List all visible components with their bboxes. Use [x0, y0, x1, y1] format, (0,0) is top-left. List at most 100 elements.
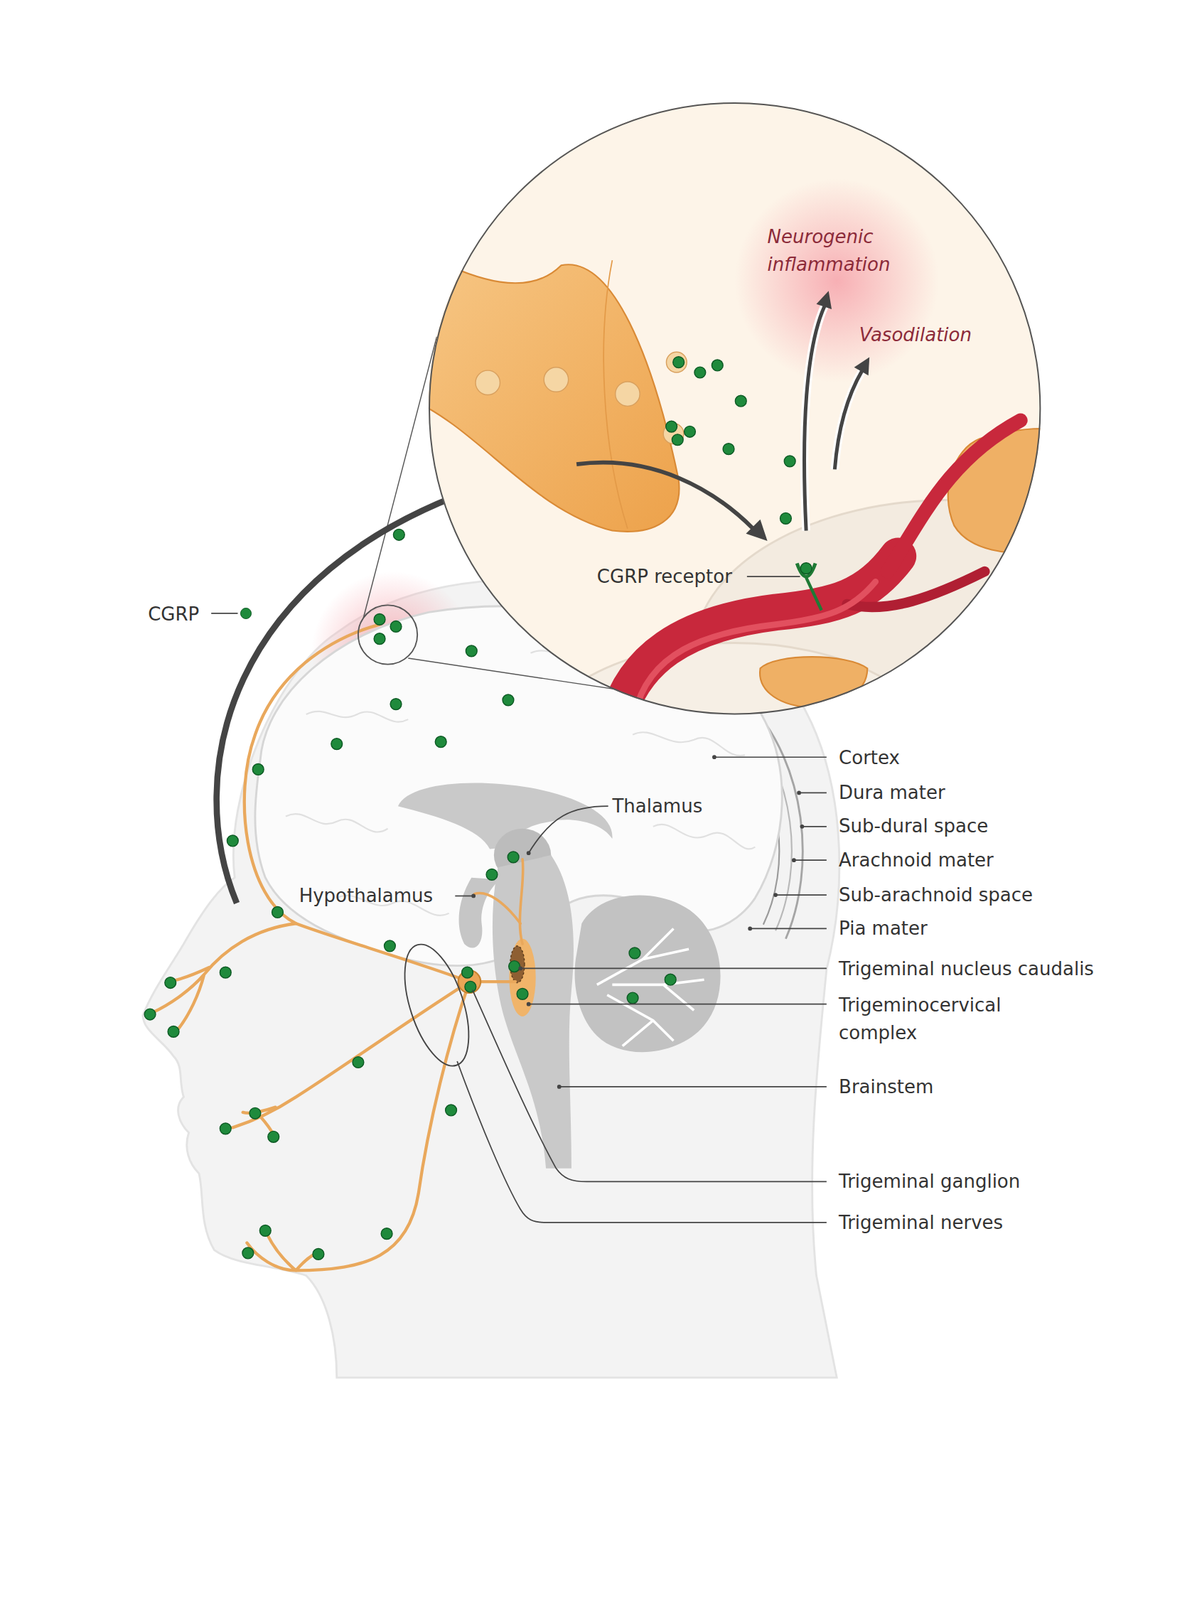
vesicle	[475, 370, 500, 395]
cgrp-molecule	[666, 420, 678, 433]
cgrp-molecule	[144, 1008, 156, 1021]
zoom-contents	[408, 102, 1197, 868]
leader-line	[559, 1086, 827, 1088]
anatomy-label: Trigeminal ganglion	[838, 1167, 1021, 1196]
anatomy-label: Arachnoid mater	[838, 846, 994, 875]
nerve-to-thalamus	[519, 859, 523, 944]
vessel-branch	[887, 420, 1021, 571]
cgrp-molecule	[380, 1228, 393, 1240]
cgrp-molecule	[673, 356, 685, 369]
zoom-circle: Neurogenic inflammationVasodilationCGRP …	[428, 102, 1041, 715]
vesicle	[543, 367, 568, 392]
inflammation-glow	[734, 178, 939, 383]
leader-dot	[796, 791, 802, 796]
cgrp-receptor	[796, 562, 816, 577]
leader-dot	[526, 850, 531, 856]
cgrp-molecule	[784, 455, 796, 468]
leader-line	[801, 825, 826, 828]
cgrp-molecule	[671, 434, 684, 446]
leader-dot	[773, 892, 778, 898]
legend-swatch	[240, 607, 252, 620]
cgrp-molecule	[393, 528, 405, 541]
leader-dot	[518, 966, 523, 971]
cgrp-molecule	[259, 1224, 271, 1237]
leader-line	[747, 575, 801, 578]
leader-dot	[557, 1084, 562, 1089]
scaled-group	[142, 102, 1197, 1379]
vesicles	[475, 351, 687, 444]
anatomy-label: Dura mater	[838, 779, 946, 807]
anatomy-label: Hypothalamus	[299, 882, 433, 910]
leader-dot	[791, 857, 797, 863]
effect-arrow	[804, 306, 825, 531]
leader-line	[472, 990, 827, 1183]
gyrus-line	[285, 813, 389, 832]
anatomy-label: Cortex	[838, 744, 900, 772]
zoom-circle-outline	[428, 102, 1041, 715]
cgrp-molecule	[242, 1247, 254, 1259]
cgrp-molecule	[219, 966, 232, 979]
cgrp-molecule	[694, 366, 706, 379]
cgrp-molecule	[267, 1130, 280, 1143]
bound-cgrp	[800, 562, 812, 575]
cgrp-molecule	[629, 947, 641, 959]
anatomy-label: Brainstem	[838, 1073, 934, 1102]
target-cell	[759, 656, 868, 708]
brainstem	[492, 855, 574, 1169]
presynaptic-terminal	[408, 245, 679, 532]
cgrp-dots	[144, 356, 796, 1261]
leader-line	[793, 859, 827, 861]
anatomy-label: Sub-arachnoid space	[838, 881, 1033, 910]
cgrp-molecule	[219, 1123, 232, 1135]
leader-line	[528, 1003, 827, 1006]
leader-dot	[747, 926, 753, 932]
cgrp-molecule	[167, 1026, 180, 1038]
nerve-v3	[246, 981, 470, 1271]
cgrp-molecule	[226, 835, 239, 847]
arrow-head	[816, 290, 833, 310]
effect-arrow	[834, 370, 863, 470]
nerve-to-hypothalamus	[474, 893, 522, 925]
cgrp-molecule	[508, 961, 521, 973]
release-arrow	[576, 462, 753, 529]
annotation-label: CGRP receptor	[597, 562, 733, 591]
cgrp-molecule	[722, 443, 735, 455]
cgrp-molecule	[352, 1056, 364, 1069]
leader-lines	[211, 576, 827, 1223]
cgrp-molecule	[626, 992, 639, 1004]
vesicle	[666, 351, 687, 373]
leader-line	[798, 792, 827, 794]
annotation-label: Vasodilation	[859, 321, 972, 350]
leader-line	[528, 806, 609, 853]
cgrp-molecule	[249, 1107, 261, 1119]
leader-line	[775, 894, 827, 896]
legend-label: CGRP	[147, 600, 200, 629]
anatomy-label: Thalamus	[612, 792, 703, 821]
cgrp-molecule	[464, 980, 477, 993]
cgrp-molecule	[664, 973, 676, 986]
cgrp-molecule	[734, 395, 747, 407]
leader-line	[714, 756, 827, 758]
leader-dot	[471, 894, 476, 899]
cgrp-molecule	[164, 977, 177, 989]
arrow-head	[854, 356, 871, 376]
leader-dot	[800, 824, 805, 829]
cgrp-molecule	[373, 614, 386, 626]
cgrp-molecule	[465, 645, 477, 657]
cgrp-molecule	[272, 906, 284, 919]
anatomy-label: Trigeminal nerves	[838, 1209, 1003, 1237]
zoom-guide-line	[363, 336, 437, 619]
leader-line	[457, 1061, 827, 1223]
gyrus-line	[632, 732, 745, 756]
cgrp-molecule	[502, 694, 514, 706]
annotation-label: Neurogenic inflammation	[767, 223, 921, 279]
cgrp-molecule	[445, 1104, 458, 1116]
cgrp-molecule	[384, 940, 396, 952]
cgrp-molecule	[373, 633, 386, 645]
cgrp-molecule	[711, 359, 723, 372]
effect-arrow-outline	[834, 370, 863, 470]
zoom-source-circle	[358, 604, 418, 664]
cgrp-molecule	[435, 736, 447, 748]
leader-line	[211, 612, 238, 615]
cgrp-molecule	[390, 698, 402, 711]
